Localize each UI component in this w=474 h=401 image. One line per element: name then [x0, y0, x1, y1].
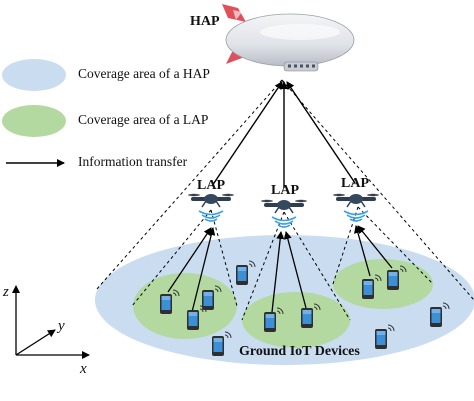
lap-coverage-area-1: [133, 273, 237, 339]
uplink-arrow-dev3: [271, 231, 285, 313]
lap-drone-icon-1: [187, 193, 235, 222]
ground-devices-label: Ground IoT Devices: [239, 344, 360, 359]
lap-coverage-area-2: [242, 292, 350, 348]
lap-label-2: LAP: [271, 183, 299, 198]
uplink-arrow-dev2: [191, 227, 216, 313]
lap-label-1: LAP: [197, 178, 225, 193]
axis-label-z: z: [3, 284, 9, 300]
hap-airship-icon: [222, 4, 355, 72]
axes-icon: [12, 285, 90, 359]
uplink-arrow-dev6: [357, 225, 393, 269]
lap-drone-icon-2: [260, 199, 308, 228]
lap-drone-icon-3: [332, 193, 380, 222]
lap-label-3: LAP: [341, 176, 369, 191]
legend-hap-swatch: [2, 59, 66, 91]
axis-label-y: y: [58, 318, 65, 334]
hap-label: HAP: [190, 14, 220, 29]
lap-cone-2: [241, 211, 351, 321]
uplink-arrow-dev1: [167, 227, 212, 293]
legend-hap-label: Coverage area of a HAP: [78, 66, 210, 81]
axis-label-x: x: [80, 361, 87, 377]
lap-cone-1: [131, 209, 238, 307]
uplink-arrow-lap3-hap: [286, 81, 356, 184]
uplink-arrow-lap1-hap: [211, 81, 283, 187]
legend-lap-swatch: [2, 105, 66, 137]
uplink-arrow-dev5: [354, 225, 371, 277]
legend-lap-label: Coverage area of a LAP: [78, 112, 209, 127]
legend-arrow-label: Information transfer: [78, 154, 188, 169]
lap-cone-3: [332, 206, 434, 285]
lap-coverage-area-3: [333, 259, 433, 309]
hap-coverage-cone: [95, 79, 474, 301]
uplink-arrow-dev4: [283, 231, 307, 309]
